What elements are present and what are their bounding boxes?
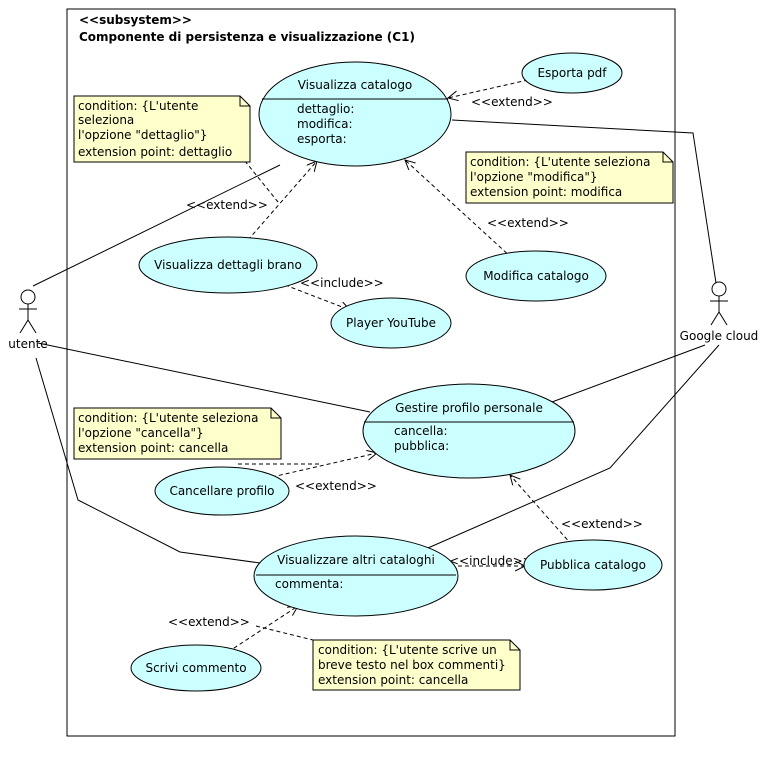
extend-pubblica-catalogo — [510, 475, 573, 546]
use-case-title: Visualizza dettagli brano — [154, 258, 302, 272]
note-modifica-line: extension point: modifica — [470, 185, 622, 199]
include-player-youtube — [284, 284, 350, 310]
use-case-visualizzare-altri-cataloghi[interactable]: Visualizzare altri cataloghi commenta: — [253, 535, 459, 617]
actor-label: utente — [8, 337, 47, 351]
association-utente-visualizzare-altri — [35, 357, 261, 564]
association-utente-gestire-profilo — [37, 342, 371, 413]
label-include-pubblica: <<include>> — [449, 554, 533, 568]
note-commento-line: condition: {L'utente scrive un — [318, 643, 497, 657]
note-cancella: condition: {L'utente seleziona l'opzione… — [73, 407, 282, 460]
use-case-title: Scrivi commento — [145, 661, 246, 675]
use-case-modifica-catalogo[interactable]: Modifica catalogo — [465, 250, 607, 302]
association-utente-visualizza-catalogo — [32, 164, 281, 287]
extension-point: modifica: — [297, 117, 353, 131]
subsystem-name: Componente di persistenza e visualizzazi… — [79, 30, 415, 44]
association-google-gestire-profilo — [551, 344, 706, 403]
label-extend-dettagli: <<extend>> — [186, 198, 268, 212]
actor-label: Google cloud — [680, 329, 759, 343]
use-case-title: Player YouTube — [346, 316, 436, 330]
note-anchor-commento — [255, 625, 314, 641]
extension-point: pubblica: — [394, 439, 449, 453]
note-commento-line: breve testo nel box commenti} — [318, 658, 506, 672]
actor-head-icon — [711, 281, 727, 297]
extend-visualizza-dettagli — [247, 161, 317, 241]
extension-point: esporta: — [297, 132, 347, 146]
subsystem-stereotype: <<subsystem>> — [79, 13, 192, 27]
use-case-title: Pubblica catalogo — [540, 558, 646, 572]
use-case-gestire-profilo-personale[interactable]: Gestire profilo personale cancella: pubb… — [362, 383, 576, 479]
note-modifica: condition: {L'utente seleziona l'opzione… — [465, 151, 674, 204]
label-include-player: <<include>> — [300, 276, 384, 290]
extend-cancellare-profilo — [271, 453, 377, 478]
use-case-title: Modifica catalogo — [483, 269, 589, 283]
use-case-scrivi-commento[interactable]: Scrivi commento — [130, 644, 262, 692]
note-modifica-line: l'opzione "modifica"} — [470, 170, 598, 184]
note-dettaglio-line: seleziona — [78, 113, 134, 127]
extension-point: commenta: — [275, 577, 343, 591]
use-case-cancellare-profilo[interactable]: Cancellare profilo — [154, 466, 290, 516]
actor-utente[interactable]: utente — [8, 289, 48, 351]
association-google-visualizzare-altri — [427, 344, 720, 549]
associations — [32, 119, 720, 564]
dependencies — [227, 79, 573, 653]
note-cancella-line: condition: {L'utente seleziona — [78, 411, 258, 425]
note-dettaglio-line: l'opzione "dettaglio"} — [78, 128, 207, 142]
use-case-title: Esporta pdf — [537, 66, 607, 80]
label-extend-pubblica: <<extend>> — [561, 517, 643, 531]
note-dettaglio: condition: {L'utente seleziona l'opzione… — [73, 95, 251, 163]
actor-head-icon — [20, 289, 36, 305]
note-dettaglio-line: condition: {L'utente — [78, 99, 198, 113]
label-extend-commento: <<extend>> — [168, 615, 250, 629]
use-case-pubblica-catalogo[interactable]: Pubblica catalogo — [523, 539, 663, 591]
association-google-visualizza-catalogo — [451, 119, 717, 284]
use-case-esporta-pdf[interactable]: Esporta pdf — [521, 52, 623, 94]
use-case-visualizza-catalogo[interactable]: Visualizza catalogo dettaglio: modifica:… — [258, 61, 452, 167]
extension-point: cancella: — [394, 424, 448, 438]
note-commento: condition: {L'utente scrive un breve tes… — [312, 639, 521, 691]
use-case-title: Cancellare profilo — [169, 484, 274, 498]
use-case-title: Visualizza catalogo — [298, 78, 413, 92]
use-case-visualizza-dettagli-brano[interactable]: Visualizza dettagli brano — [138, 236, 318, 294]
label-extend-modifica: <<extend>> — [487, 216, 569, 230]
note-dettaglio-line: extension point: dettaglio — [78, 145, 232, 159]
use-case-title: Visualizzare altri cataloghi — [277, 553, 435, 567]
label-extend-cancellare: <<extend>> — [295, 479, 377, 493]
use-case-title: Gestire profilo personale — [395, 401, 543, 415]
extend-modifica-catalogo — [405, 160, 513, 259]
extension-point: dettaglio: — [297, 102, 354, 116]
note-cancella-line: l'opzione "cancella"} — [78, 426, 204, 440]
note-commento-line: extension point: cancella — [318, 673, 468, 687]
note-cancella-line: extension point: cancella — [78, 441, 228, 455]
use-case-player-youtube[interactable]: Player YouTube — [330, 297, 452, 349]
note-modifica-line: condition: {L'utente seleziona — [470, 155, 650, 169]
actor-google-cloud[interactable]: Google cloud — [680, 281, 759, 343]
label-extend-esporta: <<extend>> — [471, 95, 553, 109]
